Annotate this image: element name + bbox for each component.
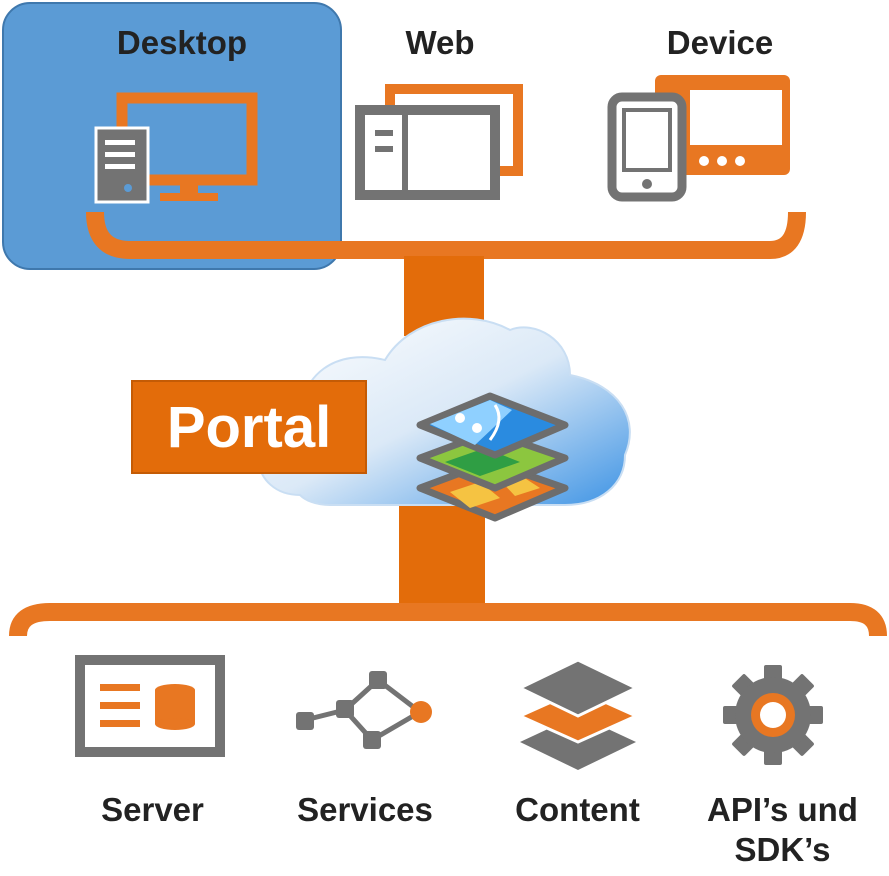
content-layers-icon — [516, 658, 640, 770]
map-layers-icon — [416, 392, 569, 522]
desktop-computer-icon — [94, 92, 258, 204]
api-label-line1: API’s und — [707, 791, 858, 828]
bottom-bracket — [9, 603, 887, 637]
server-icon — [75, 655, 225, 757]
gear-icon — [723, 665, 823, 765]
desktop-highlight-panel — [2, 2, 342, 270]
services-network-icon — [296, 671, 432, 749]
device-tablet-icon — [607, 75, 790, 202]
server-label: Server — [101, 791, 204, 828]
content-label: Content — [515, 791, 640, 828]
services-label: Services — [297, 791, 433, 828]
api-sdk-label: API’s und SDK’s — [680, 790, 885, 870]
top-bracket — [86, 211, 806, 259]
web-label: Web — [405, 24, 475, 61]
web-browser-icon — [355, 84, 523, 200]
portal-box: Portal — [131, 380, 367, 474]
api-label-line2: SDK’s — [734, 831, 831, 868]
desktop-label: Desktop — [116, 24, 248, 61]
device-label: Device — [666, 24, 774, 61]
portal-label: Portal — [166, 394, 332, 460]
bottom-connector — [399, 500, 485, 610]
